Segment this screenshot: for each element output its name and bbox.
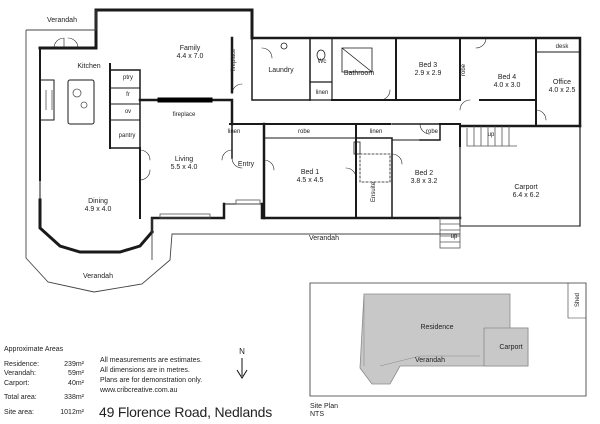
room-dining: Dining 4.9 x 4.0 [78, 198, 118, 214]
room-bed1-size: 4.5 x 4.5 [296, 177, 324, 184]
room-bed1-name: Bed 1 [300, 169, 320, 176]
room-fireplace-living: fireplace [172, 112, 196, 118]
room-pantry: pantry [118, 133, 136, 139]
site-verandah-label: Verandah [415, 357, 445, 364]
room-office-size: 4.0 x 2.5 [548, 87, 576, 94]
room-office: Office 4.0 x 2.5 [542, 79, 582, 95]
room-bathroom: Bathroom [343, 70, 375, 77]
property-address: 49 Florence Road, Nedlands [99, 404, 273, 420]
room-bed3: Bed 3 2.9 x 2.9 [408, 62, 448, 78]
room-linen-ensuite: linen [369, 129, 383, 135]
room-ov: ov [124, 109, 132, 115]
room-living-size: 5.5 x 4.0 [170, 164, 198, 171]
room-carport-size: 6.4 x 6.2 [512, 192, 540, 199]
room-desk: desk [555, 44, 569, 50]
area-row-site: Site area: 1012m² [4, 408, 84, 418]
room-linen-laundry: linen [315, 90, 329, 96]
room-fr: fr [126, 92, 130, 98]
room-dining-name: Dining [88, 198, 108, 205]
room-entry: Entry [237, 161, 255, 168]
room-family: Family 4.4 x 7.0 [168, 45, 212, 61]
area-label: Residence: [4, 360, 40, 368]
site-plan-title: Site Plan [310, 403, 339, 410]
room-living: Living 5.5 x 4.0 [164, 156, 204, 172]
room-bed4-name: Bed 4 [497, 74, 517, 81]
site-plan-scale: NTS [310, 411, 324, 418]
verandah-dining-label: Verandah [83, 273, 113, 280]
room-bed3-size: 2.9 x 2.9 [414, 70, 442, 77]
room-bed4-size: 4.0 x 3.0 [493, 82, 521, 89]
room-dining-size: 4.9 x 4.0 [84, 206, 112, 213]
room-up-carport: up [487, 132, 495, 138]
room-bed4: Bed 4 4.0 x 3.0 [487, 74, 527, 90]
room-ensuite: Ensuite [371, 182, 377, 203]
site-residence-label: Residence [420, 324, 454, 331]
verandah-top-label: Verandah [47, 17, 77, 24]
room-robe-bed2: robe [425, 129, 438, 135]
room-family-name: Family [179, 45, 201, 52]
room-bed2-name: Bed 2 [414, 170, 434, 177]
room-ptry: ptry [122, 75, 133, 81]
area-label: Total area: [4, 394, 37, 402]
note-dimensions: All dimensions are in metres. [100, 367, 190, 374]
note-website: www.cribcreative.com.au [100, 387, 178, 394]
room-robe-bed1: robe [297, 129, 310, 135]
site-shed-label: Shed [575, 293, 581, 308]
area-value: 338m² [64, 394, 84, 402]
verandah-front-label: Verandah [309, 235, 339, 242]
area-row-residence: Residence: 239m² [4, 360, 84, 370]
areas-heading: Approximate Areas [4, 346, 64, 353]
room-linen-living: linen [227, 129, 241, 135]
room-bed1: Bed 1 4.5 x 4.5 [290, 169, 330, 185]
room-living-name: Living [174, 156, 194, 163]
area-row-carport: Carport: 40m² [4, 379, 84, 389]
room-family-size: 4.4 x 7.0 [176, 53, 204, 60]
note-demonstration: Plans are for demonstration only. [100, 377, 203, 384]
site-carport-label: Carport [499, 344, 523, 351]
area-label: Carport: [4, 379, 30, 387]
disclaimer-notes: All measurements are estimates. All dime… [100, 356, 202, 396]
room-office-name: Office [552, 79, 572, 86]
room-fireplace-top: fireplace [231, 48, 237, 72]
area-label: Site area: [4, 408, 34, 416]
room-wc: Wc [317, 59, 327, 65]
room-bed2-size: 3.8 x 3.2 [410, 178, 438, 185]
area-value: 40m² [68, 379, 84, 387]
room-laundry: Laundry [268, 67, 294, 74]
area-value: 59m² [68, 370, 84, 378]
room-bed2: Bed 2 3.8 x 3.2 [404, 170, 444, 186]
site-plan-caption: Site Plan NTS [310, 403, 338, 419]
room-carport: Carport 6.4 x 6.2 [504, 184, 548, 200]
area-value: 239m² [64, 360, 84, 368]
note-measurements: All measurements are estimates. [100, 357, 202, 364]
north-arrow-label: N [239, 347, 245, 356]
area-label: Verandah: [4, 370, 36, 378]
approximate-areas: Approximate Areas Residence: 239m² Veran… [4, 345, 84, 418]
room-carport-name: Carport [514, 184, 538, 191]
up-front-label: up [450, 234, 458, 240]
area-row-verandah: Verandah: 59m² [4, 369, 84, 379]
area-value: 1012m² [60, 408, 84, 416]
room-kitchen: Kitchen [77, 63, 101, 70]
area-row-total: Total area: 338m² [4, 393, 84, 403]
room-robe-bed3: robe [461, 64, 467, 77]
room-bed3-name: Bed 3 [418, 62, 438, 69]
